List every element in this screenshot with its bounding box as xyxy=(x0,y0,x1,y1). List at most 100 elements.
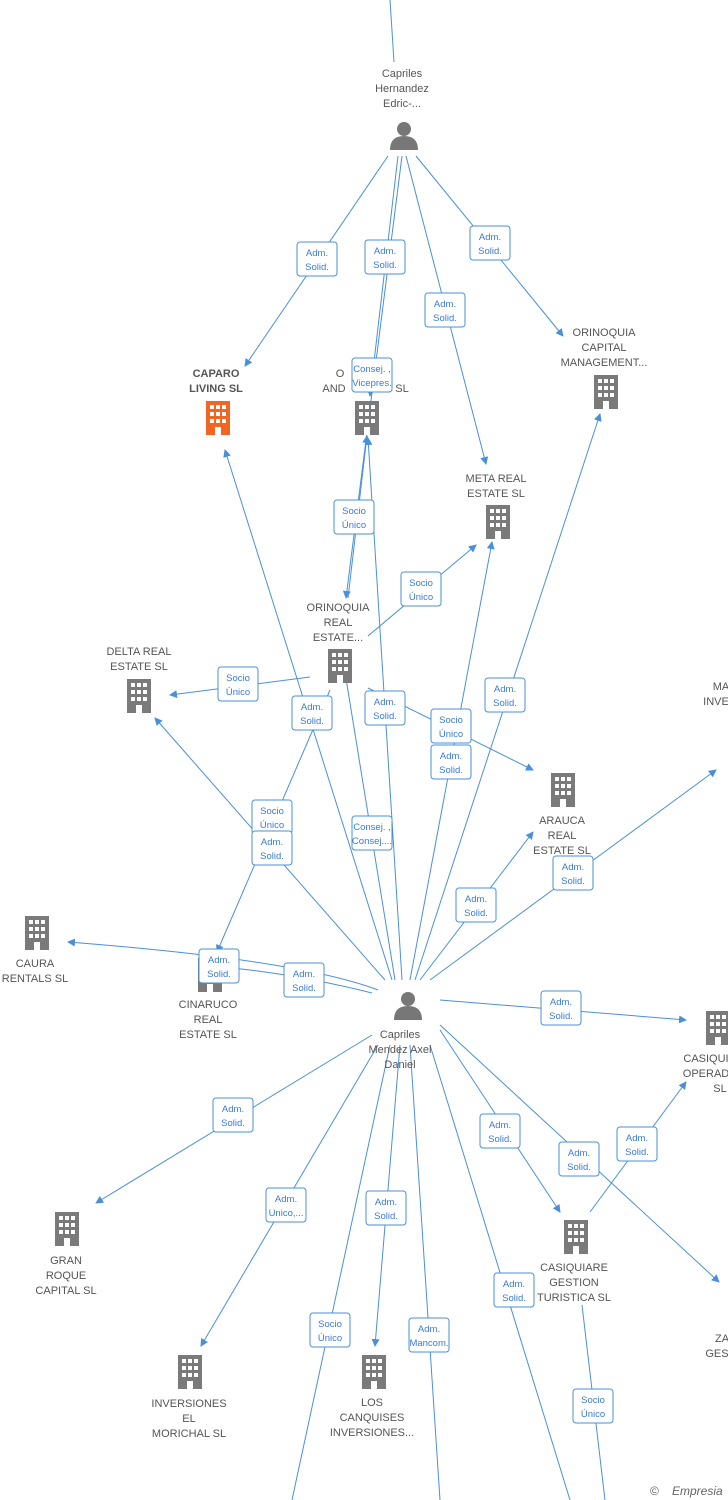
person-icon xyxy=(394,992,422,1020)
node-label-line: O xyxy=(336,368,345,380)
node-caura[interactable]: CAURA RENTALS SL xyxy=(2,916,68,985)
node-orinoquia-real[interactable]: ORINOQUIAREALESTATE... xyxy=(307,602,371,683)
edge-label-text: Único xyxy=(409,592,433,603)
node-orinoquia-capital[interactable]: ORINOQUIACAPITALMANAGEMENT... xyxy=(561,327,648,409)
node-label-line: MORICHAL SL xyxy=(152,1428,226,1440)
edge-label-box xyxy=(309,1312,351,1348)
edge-label[interactable]: Adm.Solid. xyxy=(365,1190,407,1226)
edge-label-box xyxy=(572,1388,614,1424)
edge-label-text: Solid. xyxy=(464,908,488,919)
edge-label[interactable]: Adm.Solid. xyxy=(469,225,511,261)
edge-label-text: Adm. xyxy=(306,248,328,259)
edge-label-box xyxy=(212,1097,254,1133)
node-label-line: INVERSIONES... xyxy=(330,1427,414,1439)
edge-label[interactable]: Adm.Solid. xyxy=(251,830,293,866)
edge-label[interactable]: Adm.Solid. xyxy=(552,855,594,891)
node-label-line: REAL xyxy=(548,830,577,842)
edge-label-text: Consej.... xyxy=(352,836,392,847)
edge-label-text: Adm. xyxy=(434,299,456,310)
node-label-line: RENTALS SL xyxy=(2,973,68,985)
edge-label[interactable]: Adm.Solid. xyxy=(484,677,526,713)
edge-label-text: Mancom. xyxy=(409,1338,448,1349)
edge-label-box xyxy=(364,690,406,726)
edge-label[interactable]: Adm.Solid. xyxy=(558,1141,600,1177)
edge-label[interactable]: Adm.Solid. xyxy=(364,690,406,726)
edge-label-box xyxy=(430,708,472,744)
edge-label[interactable]: Adm.Solid. xyxy=(198,948,240,984)
edge-label-text: Único xyxy=(260,820,284,831)
edge-label-text: Solid. xyxy=(305,262,329,273)
edge-label[interactable]: Adm.Solid. xyxy=(430,744,472,780)
edge-label[interactable]: Adm.Solid. xyxy=(364,239,406,275)
node-capriles-hernandez[interactable]: CaprilesHernandezEdric-... xyxy=(375,68,429,150)
edge-label-text: Consej. , xyxy=(353,364,391,375)
edge-label-text: Consej. , xyxy=(353,822,391,833)
edge-line xyxy=(67,938,379,991)
edge-label-text: Solid. xyxy=(292,983,316,994)
edge-label[interactable]: Adm.Solid. xyxy=(479,1113,521,1149)
edge-label-text: Adm. xyxy=(374,697,396,708)
edge-label[interactable]: Consej. ,Vicepres. xyxy=(351,357,393,393)
edge-label[interactable]: Adm.Solid. xyxy=(291,695,333,731)
edge-label[interactable]: Adm.Solid. xyxy=(424,292,466,328)
edge-label-text: Adm. xyxy=(440,751,462,762)
edge-label[interactable]: Adm.Solid. xyxy=(455,887,497,923)
building-icon xyxy=(127,679,151,713)
edge-label-box xyxy=(333,499,375,535)
node-label-line: Daniel xyxy=(384,1059,415,1071)
node-label-line: ZA xyxy=(715,1333,728,1345)
node-label-line: INVE xyxy=(703,696,728,708)
node-label-line: REAL xyxy=(324,617,353,629)
building-icon xyxy=(178,1355,202,1389)
edge-label-text: Adm. xyxy=(489,1120,511,1131)
node-label-line: CAURA xyxy=(16,958,55,970)
edge-label-text: Adm. xyxy=(479,232,501,243)
node-label-line: GRAN xyxy=(50,1255,82,1267)
edge-label-text: Adm. xyxy=(562,862,584,873)
edge-label[interactable]: Adm.Solid. xyxy=(283,962,325,998)
edge-label-text: Socio xyxy=(226,673,250,684)
edge-label[interactable]: Consej. , Consej.... xyxy=(351,815,393,851)
edge-label-box xyxy=(455,887,497,923)
edge-label-box xyxy=(408,1317,450,1353)
brand-logo[interactable]: Empresia xyxy=(672,1484,723,1498)
edge-label[interactable]: Adm.Solid. xyxy=(493,1272,535,1308)
edge-label-box xyxy=(198,948,240,984)
edge-label[interactable]: Adm. Solid. xyxy=(296,241,338,277)
edge-label-box xyxy=(540,990,582,1026)
footer: © Empresia xyxy=(650,1484,723,1498)
edge-label[interactable]: Adm.Solid. xyxy=(212,1097,254,1133)
edge-label-box xyxy=(217,666,259,702)
node-label-line: ESTATE SL xyxy=(467,488,525,500)
node-los-canquises[interactable]: LOSCANQUISESINVERSIONES... xyxy=(330,1355,414,1439)
edge-label[interactable]: Adm.Mancom. xyxy=(408,1317,450,1353)
edge-label[interactable]: Adm.Unico,... xyxy=(265,1187,307,1223)
edge-label-text: Solid. xyxy=(207,969,231,980)
edge-label[interactable]: Adm.Solid. xyxy=(540,990,582,1026)
node-label-line: CANQUISES xyxy=(340,1412,405,1424)
edge-label-text: Único xyxy=(318,1333,342,1344)
edge-label[interactable]: Adm.Solid. xyxy=(616,1126,658,1162)
edge-label-text: Adm. xyxy=(301,702,323,713)
node-label-line: ORINOQUIA xyxy=(307,602,371,614)
